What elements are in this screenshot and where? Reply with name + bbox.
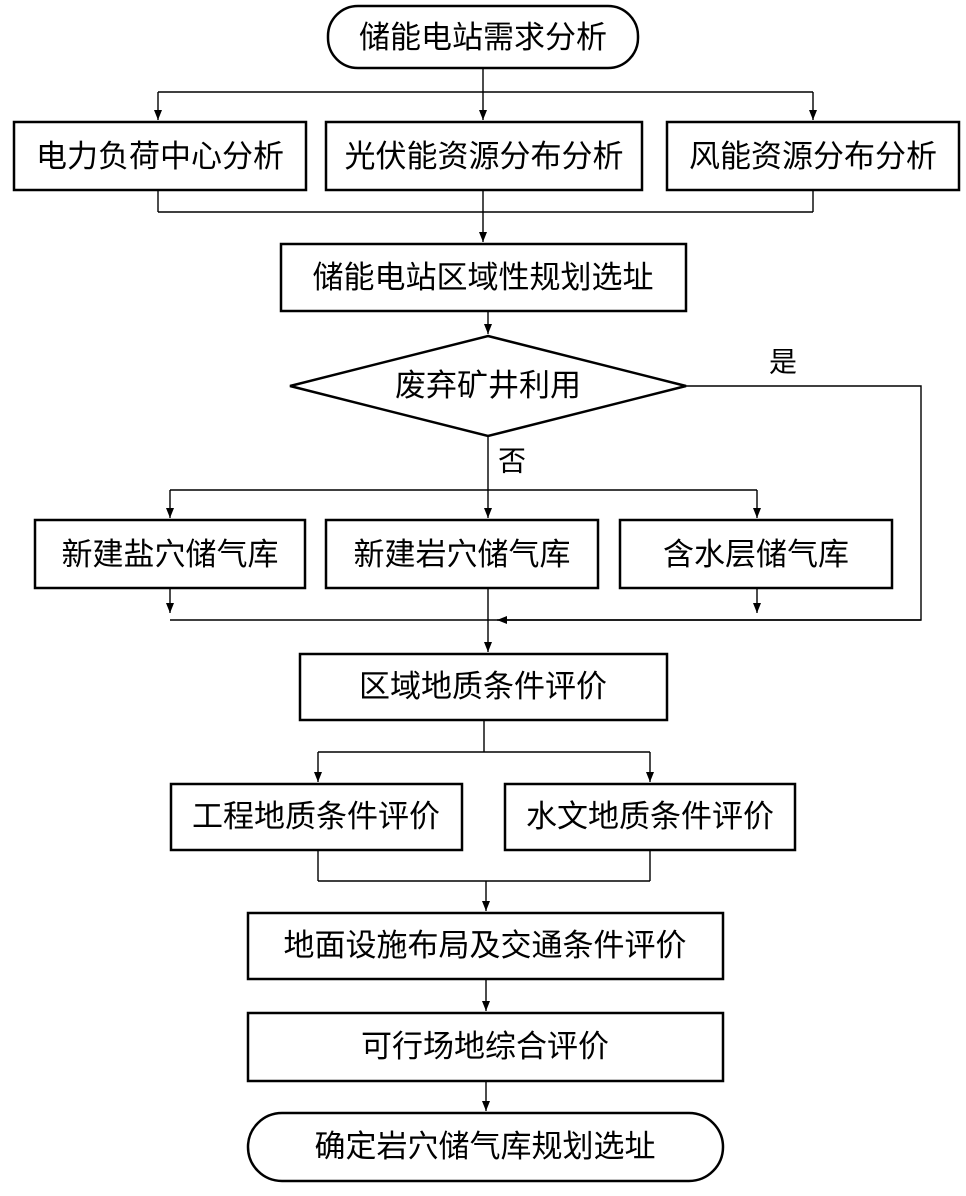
node-aquifer: 含水层储气库: [618, 518, 894, 590]
node-regional-geology: 区域地质条件评价: [298, 652, 669, 722]
node-demand-label: 储能电站需求分析: [359, 20, 607, 56]
node-engineering-geology-shape: [169, 782, 464, 852]
node-pv-resource: 光伏能资源分布分析: [324, 120, 644, 192]
node-rock-cavern-shape: [324, 518, 600, 590]
node-salt-cavern: 新建盐穴储气库: [33, 518, 307, 590]
node-regional-siting: 储能电站区域性规划选址: [279, 242, 688, 313]
node-regional-siting-shape: [279, 242, 688, 313]
node-site-evaluation-label: 可行场地综合评价: [361, 1029, 609, 1065]
node-ground-facilities-shape: [246, 911, 725, 981]
node-load-center-label: 电力负荷中心分析: [36, 139, 284, 175]
node-aquifer-shape: [618, 518, 894, 590]
node-abandoned-mine-label: 废弃矿井利用: [395, 368, 581, 404]
label-yes: 是: [769, 346, 797, 379]
node-salt-cavern-label: 新建盐穴储气库: [62, 537, 279, 573]
node-salt-cavern-shape: [33, 518, 307, 590]
node-aquifer-label: 含水层储气库: [663, 537, 849, 573]
node-hydro-geology: 水文地质条件评价: [503, 782, 797, 852]
node-abandoned-mine-shape: [289, 334, 687, 438]
node-wind-resource-shape: [665, 120, 961, 192]
node-regional-geology-label: 区域地质条件评价: [359, 669, 607, 705]
connectors: [154, 68, 922, 1111]
node-ground-facilities: 地面设施布局及交通条件评价: [246, 911, 725, 981]
node-rock-cavern-label: 新建岩穴储气库: [354, 537, 571, 573]
node-load-center-shape: [12, 120, 308, 192]
node-site-evaluation: 可行场地综合评价: [246, 1011, 725, 1083]
node-demand-shape: [326, 4, 640, 70]
node-regional-geology-shape: [298, 652, 669, 722]
node-rock-cavern: 新建岩穴储气库: [324, 518, 600, 590]
node-regional-siting-label: 储能电站区域性规划选址: [313, 260, 654, 296]
node-final-siting-label: 确定岩穴储气库规划选址: [315, 1129, 656, 1165]
node-hydro-geology-shape: [503, 782, 797, 852]
node-hydro-geology-label: 水文地质条件评价: [526, 799, 774, 835]
node-pv-resource-label: 光伏能资源分布分析: [345, 139, 624, 175]
node-final-siting: 确定岩穴储气库规划选址: [246, 1111, 725, 1183]
node-wind-resource-label: 风能资源分布分析: [689, 139, 937, 175]
label-no: 否: [498, 445, 526, 478]
node-engineering-geology-label: 工程地质条件评价: [192, 799, 440, 835]
node-demand: 储能电站需求分析: [326, 4, 640, 70]
node-ground-facilities-label: 地面设施布局及交通条件评价: [284, 928, 687, 964]
node-abandoned-mine: 废弃矿井利用: [289, 334, 687, 438]
node-pv-resource-shape: [324, 120, 644, 192]
node-load-center: 电力负荷中心分析: [12, 120, 308, 192]
node-engineering-geology: 工程地质条件评价: [169, 782, 464, 852]
node-final-siting-shape: [246, 1111, 725, 1183]
node-site-evaluation-shape: [246, 1011, 725, 1083]
node-wind-resource: 风能资源分布分析: [665, 120, 961, 192]
